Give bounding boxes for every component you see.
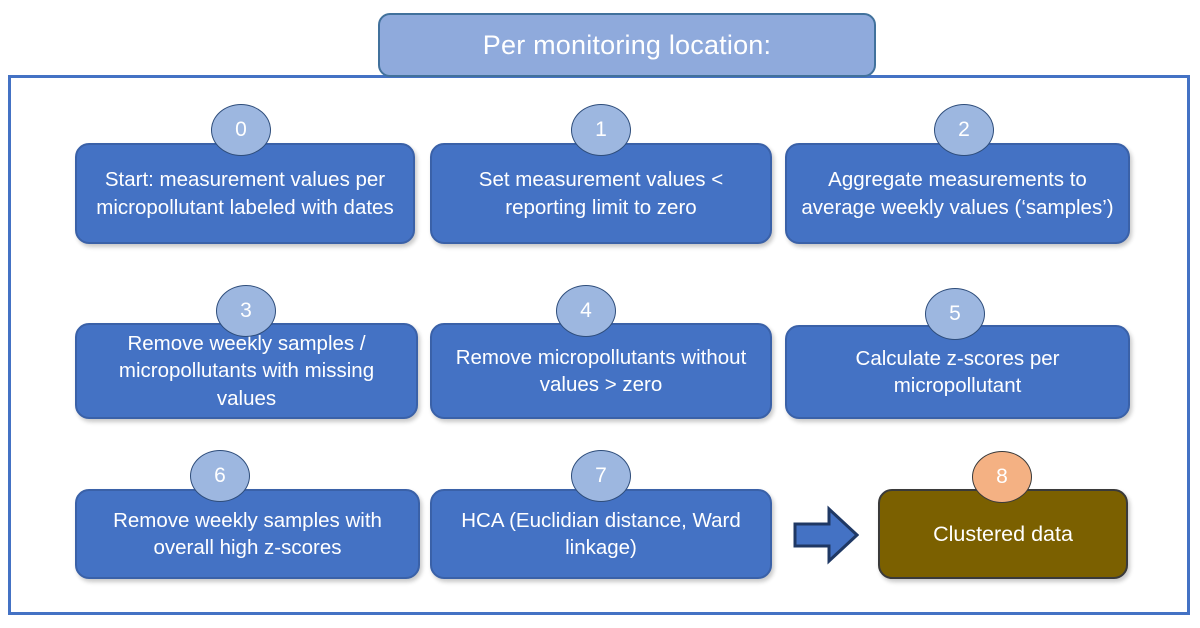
step-box-4[interactable]: Remove micropollutants without values > … (430, 323, 772, 419)
step-number-1: 1 (595, 118, 607, 141)
step-badge-7: 7 (571, 450, 631, 502)
step-box-0[interactable]: Start: measurement values per micropollu… (75, 143, 415, 244)
step-label-4: Remove micropollutants without values > … (455, 345, 747, 396)
step-box-5[interactable]: Calculate z-scores per micropollutant (785, 325, 1130, 419)
step-label-1: Set measurement values < reporting limit… (478, 168, 724, 219)
step-number-3: 3 (240, 299, 252, 322)
step-badge-0: 0 (211, 104, 271, 156)
step-number-8: 8 (996, 465, 1008, 488)
step-badge-5: 5 (925, 288, 985, 340)
step-box-3[interactable]: Remove weekly samples / micropollutants … (75, 323, 418, 419)
step-badge-8: 8 (972, 451, 1032, 503)
step-number-0: 0 (235, 118, 247, 141)
diagram-title-banner: Per monitoring location: (378, 13, 876, 77)
step-label-2: Aggregate measurements to average weekly… (801, 168, 1114, 219)
step-box-7[interactable]: HCA (Euclidian distance, Ward linkage) (430, 489, 772, 579)
step-badge-2: 2 (934, 104, 994, 156)
step-label-6: Remove weekly samples with overall high … (113, 508, 382, 559)
step-number-5: 5 (949, 302, 961, 325)
step-badge-1: 1 (571, 104, 631, 156)
step-label-3: Remove weekly samples / micropollutants … (118, 332, 375, 410)
step-label-0: Start: measurement values per micropollu… (96, 168, 394, 219)
diagram-title-text: Per monitoring location: (482, 29, 772, 60)
step-label-7: HCA (Euclidian distance, Ward linkage) (461, 508, 741, 559)
step-number-4: 4 (580, 299, 592, 322)
step-number-7: 7 (595, 464, 607, 487)
step-box-1[interactable]: Set measurement values < reporting limit… (430, 143, 772, 244)
step-box-2[interactable]: Aggregate measurements to average weekly… (785, 143, 1130, 244)
step-box-6[interactable]: Remove weekly samples with overall high … (75, 489, 420, 579)
step-number-2: 2 (958, 118, 970, 141)
step-badge-6: 6 (190, 450, 250, 502)
step-label-5: Calculate z-scores per micropollutant (855, 346, 1060, 397)
step-badge-3: 3 (216, 285, 276, 337)
step-box-8[interactable]: Clustered data (878, 489, 1128, 579)
step-label-8: Clustered data (933, 521, 1073, 546)
step-badge-4: 4 (556, 285, 616, 337)
flow-arrow-right-icon (793, 505, 859, 565)
step-number-6: 6 (214, 464, 226, 487)
